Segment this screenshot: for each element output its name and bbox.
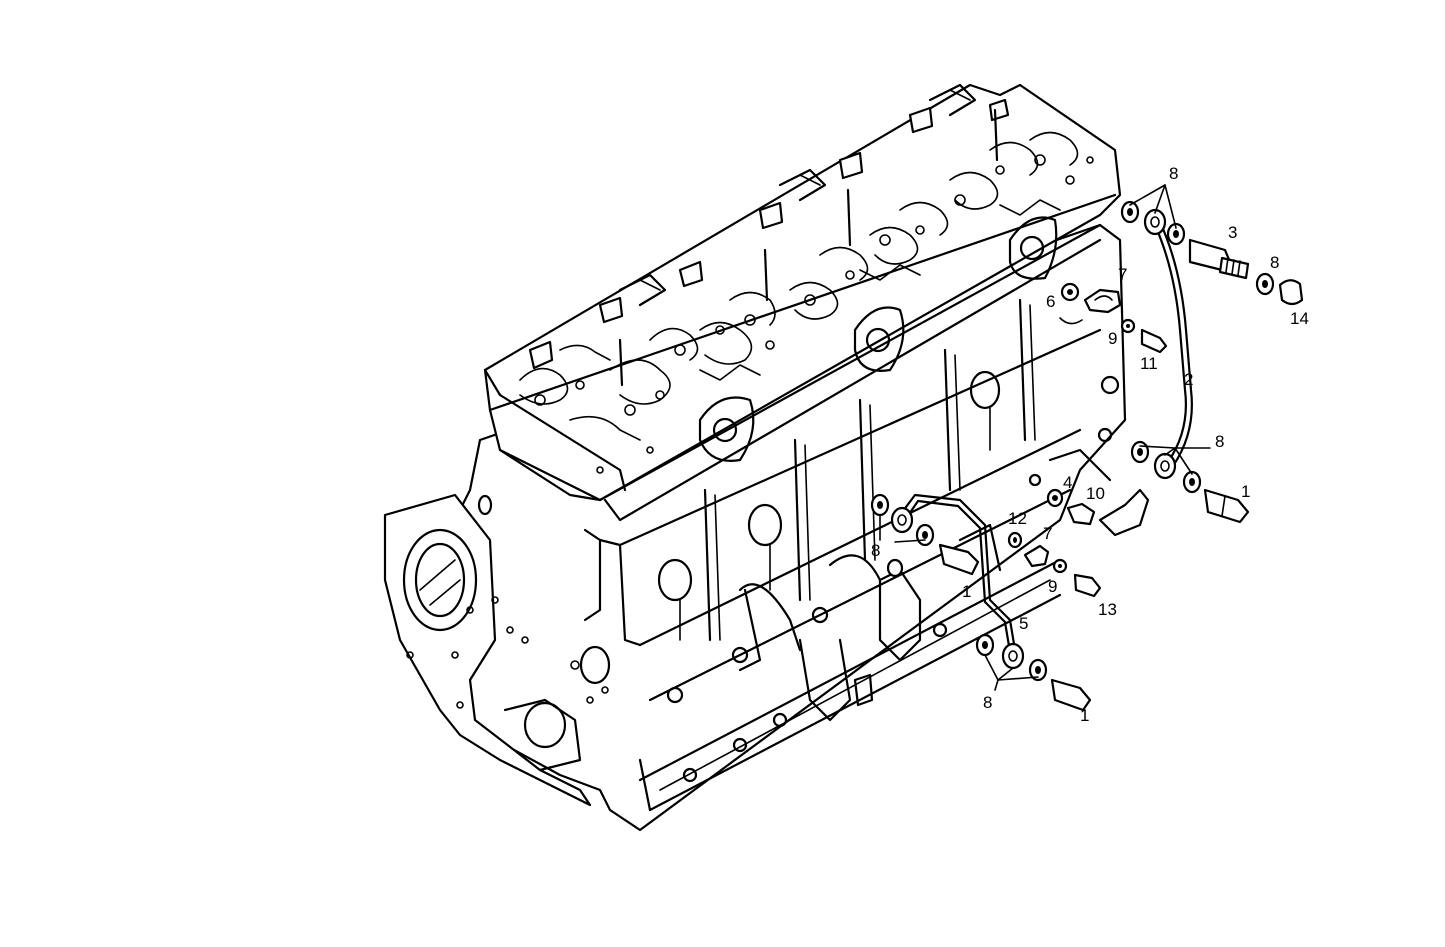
- exhaust-ports: [698, 216, 1058, 462]
- callout-9-top: 9: [1108, 329, 1117, 348]
- callout-8-mid: 8: [1215, 432, 1224, 451]
- callout-labels: 8 3 8 14 7 6 9 11 2 8 1 4 10 12 7 8 9 13…: [871, 164, 1309, 725]
- callout-7-low: 7: [1043, 524, 1052, 543]
- oil-pipe-5: [898, 493, 1017, 654]
- washers-and-fittings: [870, 200, 1304, 712]
- callout-13: 13: [1098, 600, 1117, 619]
- callout-8-bottom: 8: [983, 693, 992, 712]
- head-bolts: [528, 98, 1010, 387]
- leader-lines: [879, 184, 1211, 691]
- callout-8-right: 8: [1270, 253, 1279, 272]
- callout-12: 12: [1008, 509, 1027, 528]
- callout-8-top: 8: [1169, 164, 1178, 183]
- callout-1-right: 1: [1241, 482, 1250, 501]
- oil-pipe-2: [1153, 220, 1193, 468]
- callout-5: 5: [1019, 614, 1028, 633]
- callout-11: 11: [1140, 354, 1158, 373]
- callout-9-low: 9: [1048, 577, 1057, 596]
- callout-14: 14: [1290, 309, 1309, 328]
- callout-7-top: 7: [1118, 265, 1127, 284]
- callout-1-bottom: 1: [1080, 706, 1089, 725]
- cylinder-head: [483, 83, 1122, 522]
- callout-10: 10: [1086, 484, 1105, 503]
- callout-1-mid: 1: [962, 582, 971, 601]
- callout-6: 6: [1046, 292, 1055, 311]
- callout-4: 4: [1063, 473, 1072, 492]
- callout-3: 3: [1228, 223, 1237, 242]
- callout-2: 2: [1184, 370, 1193, 389]
- callout-8-left: 8: [871, 541, 880, 560]
